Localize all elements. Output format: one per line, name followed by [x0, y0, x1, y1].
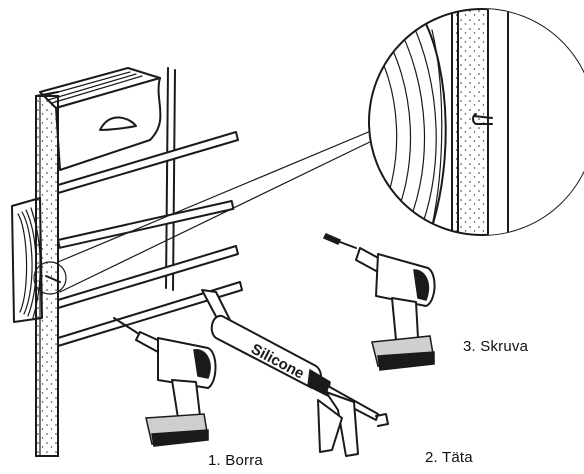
drill-icon: [355, 247, 436, 371]
screw-icon: [322, 233, 357, 249]
zoom-detail-circle: [368, 8, 584, 236]
drill-hole: [33, 261, 67, 295]
caulking-gun-icon: Silicone: [201, 289, 389, 457]
step-3-label: 3. Skruva: [463, 338, 529, 355]
wall-board-edge: [35, 91, 59, 457]
step-2-label: 2. Täta: [425, 449, 473, 466]
wall-panel: [39, 67, 162, 171]
wall-section: [11, 67, 379, 457]
step-1-label: 1. Borra: [208, 452, 263, 469]
drill-icon: [113, 317, 217, 447]
zoom-leader-lines: [57, 127, 379, 293]
batten-grid: [57, 67, 243, 347]
